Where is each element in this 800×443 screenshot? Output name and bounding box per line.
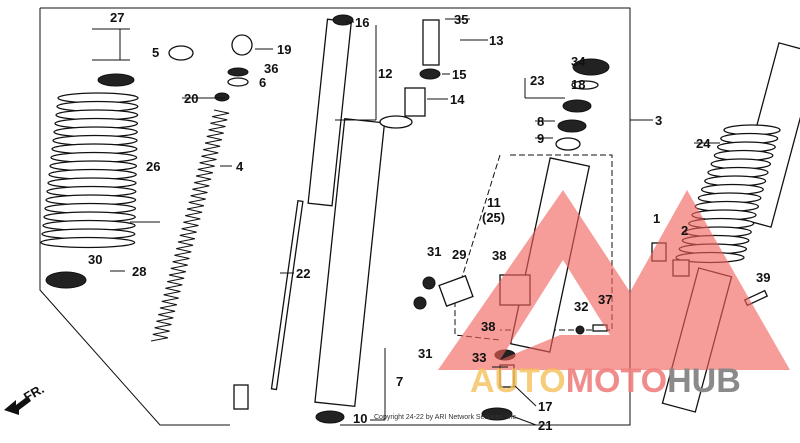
- part-label: 5: [152, 45, 159, 60]
- part-label: (25): [482, 210, 505, 225]
- damper-rod-22: [270, 199, 304, 391]
- part-label: 18: [571, 77, 585, 92]
- o-ring-36: [227, 67, 249, 77]
- nut-32: [575, 325, 585, 335]
- part-label: 32: [574, 299, 588, 314]
- cap-19: [231, 34, 253, 56]
- ring-15: [419, 68, 441, 80]
- watermark-hub: HUB: [667, 362, 741, 400]
- washer-6: [227, 77, 249, 87]
- automotohub-watermark: [438, 190, 790, 370]
- nut-20: [214, 92, 230, 102]
- part-label: 10: [353, 411, 367, 426]
- part-label: 14: [450, 92, 465, 107]
- copyright-text: Copyright 24-22 by ARI Network Services,…: [374, 414, 518, 421]
- diagram-frame: [40, 7, 631, 426]
- part-label: 4: [236, 159, 244, 174]
- part-label: 23: [530, 73, 544, 88]
- seal-21: [481, 407, 513, 421]
- part-label: 31: [418, 346, 432, 361]
- watermark-moto: MOTO: [566, 362, 667, 400]
- part-label: 36: [264, 61, 278, 76]
- tube-top: [379, 115, 413, 129]
- fork-spring-4: [150, 109, 230, 342]
- part-label: 7: [396, 374, 403, 389]
- part-label: 13: [489, 33, 503, 48]
- part-label: 26: [146, 159, 160, 174]
- leader-lines: [92, 18, 720, 426]
- part-label: 1: [653, 211, 660, 226]
- axle-holder-29: [438, 275, 474, 307]
- part-label: 20: [184, 91, 198, 106]
- arrow-icon: [4, 396, 31, 415]
- subassembly-frame: [500, 154, 613, 331]
- boot-fold: [40, 236, 136, 249]
- watermark-auto: AUTO: [470, 362, 566, 400]
- collar-5: [168, 45, 194, 61]
- part-label: 39: [756, 270, 770, 285]
- part-label: 28: [132, 264, 146, 279]
- watermark-triangle: [438, 190, 790, 370]
- part-label: 37: [598, 292, 612, 307]
- rod-seat: [233, 384, 249, 410]
- leader-line: [514, 385, 537, 407]
- part-label: 27: [110, 10, 124, 25]
- part-label: 17: [538, 399, 552, 414]
- part-label: 24: [696, 136, 711, 151]
- part-label: 11: [487, 195, 501, 210]
- diagram-frame-left: [39, 8, 230, 426]
- part-label: 6: [259, 75, 266, 90]
- fork-tube-7: [314, 117, 386, 408]
- bushing-14: [404, 87, 426, 117]
- part-label: 8: [537, 114, 544, 129]
- nut-31-b: [413, 296, 427, 310]
- part-label: 9: [537, 131, 544, 146]
- front-direction-arrow: FR.: [4, 381, 47, 415]
- seal-8: [557, 119, 587, 133]
- washer-23: [562, 99, 592, 113]
- part-label: 19: [277, 42, 291, 57]
- part-label: 12: [378, 66, 392, 81]
- part-label: 38: [481, 319, 495, 334]
- seal-10: [315, 410, 345, 424]
- clamp-27: [97, 73, 135, 87]
- clip-18: [571, 80, 599, 90]
- part-label: 3: [655, 113, 662, 128]
- clamp-28: [45, 271, 87, 289]
- part-label: 35: [454, 12, 468, 27]
- part-label: 30: [88, 252, 102, 267]
- seal-34: [572, 58, 610, 76]
- part-label: 16: [355, 15, 369, 30]
- part-label: 31: [427, 244, 441, 259]
- part-label: 21: [538, 418, 552, 433]
- bushing-9: [555, 137, 581, 151]
- part-label: 34: [571, 54, 586, 69]
- part-label: 33: [472, 350, 486, 365]
- dust-boot-26: [40, 92, 139, 249]
- part-label: 22: [296, 266, 310, 281]
- part-label: 38: [492, 248, 506, 263]
- part-label: 2: [681, 223, 688, 238]
- watermark-text: AUTOMOTOHUB: [470, 362, 741, 400]
- ring-16: [332, 14, 354, 26]
- part-label: 29: [452, 247, 466, 262]
- valve-13: [422, 19, 440, 66]
- leader-line: [511, 415, 537, 426]
- part-label: 15: [452, 67, 466, 82]
- nut-31: [422, 276, 436, 290]
